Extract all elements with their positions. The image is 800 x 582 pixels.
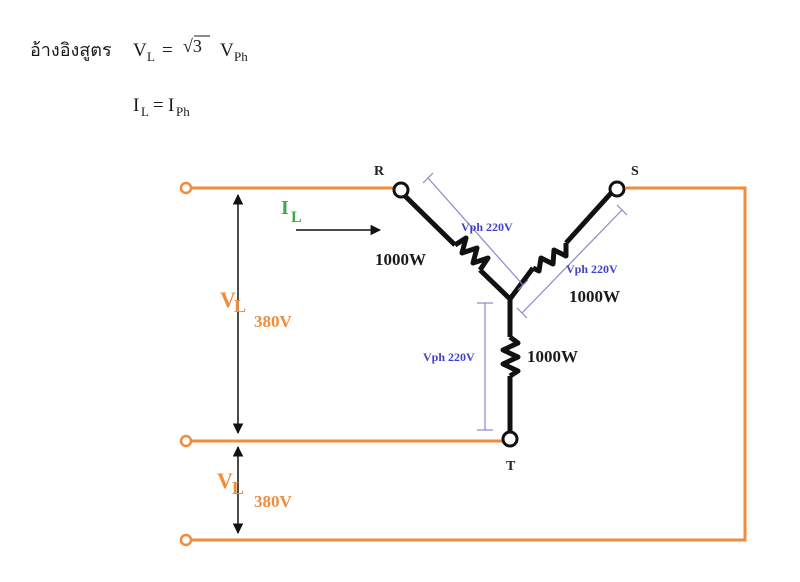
vl-bottom-symbol: V bbox=[217, 468, 233, 493]
node-t-terminal bbox=[501, 430, 519, 448]
vl-top-sub: L bbox=[234, 296, 246, 316]
node-r-terminal bbox=[392, 181, 410, 199]
vl-bottom-sub: L bbox=[232, 478, 244, 498]
il-symbol: I bbox=[281, 197, 289, 219]
star-load bbox=[402, 190, 614, 432]
formula-iph-sub: Ph bbox=[176, 104, 190, 119]
il-sub: L bbox=[291, 209, 302, 226]
arm-s-upper bbox=[564, 190, 614, 245]
formula-il-symbol: I bbox=[133, 95, 139, 116]
vph-r-cap-top bbox=[422, 172, 434, 184]
formula-vl-symbol: V bbox=[133, 40, 147, 61]
formula-vl-sub: L bbox=[147, 49, 155, 64]
node-label-s: S bbox=[631, 164, 639, 179]
load-label-s: 1000W bbox=[569, 287, 620, 306]
formula-sqrt3: √3 bbox=[183, 36, 202, 56]
vph-s-marker bbox=[521, 209, 623, 314]
formula-iph-symbol: I bbox=[168, 95, 174, 116]
star-nodes bbox=[392, 180, 626, 448]
wire-s bbox=[190, 186, 747, 542]
formula-equals-2: = bbox=[153, 95, 164, 116]
vl-bottom-value: 380V bbox=[254, 492, 293, 511]
vph-r-marker bbox=[427, 177, 524, 286]
arm-r-upper bbox=[402, 193, 457, 247]
vl-top-value: 380V bbox=[254, 312, 293, 331]
node-label-r: R bbox=[374, 164, 385, 179]
resistor-r bbox=[453, 235, 491, 272]
vph-label-r: Vph 220V bbox=[461, 220, 513, 234]
formula-equals-1: = bbox=[162, 40, 173, 61]
terminal-r bbox=[179, 181, 193, 195]
line-current-indicator: I L bbox=[281, 197, 382, 236]
vl-top-symbol: V bbox=[220, 287, 236, 312]
vph-s-cap-top bbox=[616, 204, 628, 216]
resistor-t bbox=[500, 335, 521, 379]
formula-line-2: I L = I Ph bbox=[133, 95, 190, 119]
formula-line-1: อ้างอิงสูตร V L = √3 V Ph bbox=[30, 35, 248, 64]
phase-voltage-markers bbox=[422, 172, 628, 431]
formula-vph-sub: Ph bbox=[234, 49, 248, 64]
vph-s-cap-bottom bbox=[516, 307, 528, 319]
node-s-terminal bbox=[608, 180, 626, 198]
vph-label-t: Vph 220V bbox=[423, 350, 475, 364]
supply-terminals bbox=[179, 181, 193, 547]
vph-r-cap-bottom bbox=[517, 279, 529, 291]
vph-label-s: Vph 220V bbox=[566, 262, 618, 276]
formula-vph-symbol: V bbox=[220, 40, 234, 61]
supply-wires bbox=[190, 186, 747, 542]
terminal-t bbox=[179, 434, 193, 448]
node-label-t: T bbox=[506, 459, 516, 474]
terminal-s bbox=[179, 533, 193, 547]
load-label-t: 1000W bbox=[527, 347, 578, 366]
resistor-s bbox=[531, 243, 569, 274]
formula-il-sub: L bbox=[141, 104, 149, 119]
load-label-r: 1000W bbox=[375, 250, 426, 269]
arm-r-lower bbox=[478, 268, 512, 301]
formula-prefix: อ้างอิงสูตร bbox=[30, 40, 112, 61]
